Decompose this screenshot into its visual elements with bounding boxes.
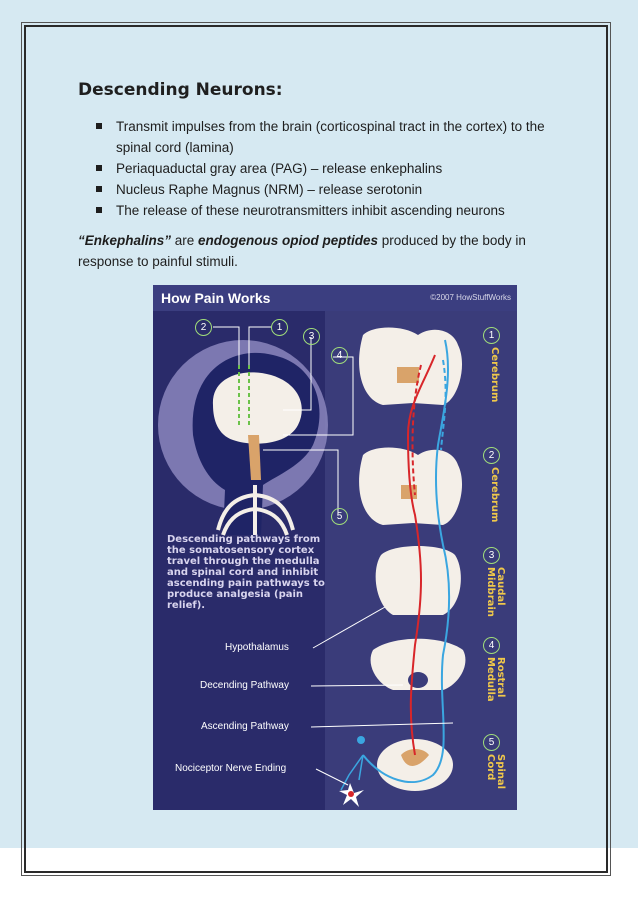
bullet-item: Transmit impulses from the brain (cortic… [94, 116, 554, 158]
label-leaders [310, 606, 454, 786]
bullet-list: Transmit impulses from the brain (cortic… [94, 116, 554, 221]
callout-number: 3 [303, 328, 320, 345]
page-bottom-margin [26, 848, 606, 871]
side-label-cerebrum-1: Cerebrum [489, 347, 500, 403]
bullet-item: Nucleus Raphe Magnus (NRM) – release ser… [94, 179, 554, 200]
side-label-cerebrum-2: Cerebrum [489, 467, 500, 523]
callout-number: 2 [195, 319, 212, 336]
brainstem [248, 435, 261, 480]
section-heading: Descending Neurons: [78, 80, 283, 100]
section-number: 3 [483, 547, 500, 564]
midbrain-slice [375, 546, 461, 615]
title-band [153, 285, 517, 311]
side-label-spinal-cord: Spinal Cord [485, 754, 506, 790]
pain-diagram: How Pain Works ©2007 HowStuffWorks 2 1 3… [153, 285, 517, 810]
ribcage [216, 485, 295, 536]
term-enkephalins: “Enkephalins” [78, 233, 172, 248]
nociceptor-ending [339, 736, 365, 807]
callout-number: 4 [331, 347, 348, 364]
term-endogenous-peptides: endogenous opiod peptides [198, 233, 379, 248]
figure-credit: ©2007 HowStuffWorks [430, 293, 511, 302]
spinal-cord-slice [377, 739, 453, 791]
side-label-rostral-medulla: Rostral Medulla [485, 657, 506, 702]
bullet-item: Periaquaductal gray area (PAG) – release… [94, 158, 554, 179]
bullet-square-icon [96, 186, 102, 192]
medulla-slice [370, 638, 466, 690]
callout-number: 1 [271, 319, 288, 336]
leader-lines [213, 326, 354, 515]
label-nociceptor: Nociceptor Nerve Ending [175, 763, 287, 774]
cortex-paths [238, 365, 250, 425]
bullet-item: The release of these neurotransmitters i… [94, 200, 554, 221]
head-brain [212, 372, 302, 444]
ascending-pathway [362, 339, 451, 784]
bullet-square-icon [96, 123, 102, 129]
section-number: 4 [483, 637, 500, 654]
brain-slice-1 [359, 327, 463, 405]
section-number: 1 [483, 327, 500, 344]
side-label-caudal-midbrain: Caudal Midbrain [485, 567, 506, 617]
label-ascending-pathway: Ascending Pathway [201, 721, 289, 732]
callout-number: 5 [331, 508, 348, 525]
label-hypothalamus: Hypothalamus [225, 642, 289, 653]
bullet-square-icon [96, 207, 102, 213]
label-descending-pathway: Decending Pathway [200, 680, 289, 691]
section-number: 5 [483, 734, 500, 751]
bullet-square-icon [96, 165, 102, 171]
section-number: 2 [483, 447, 500, 464]
figure-title: How Pain Works [161, 290, 271, 306]
figure-caption: Descending pathways from the somatosenso… [167, 534, 325, 611]
descending-pathway [406, 354, 436, 756]
enkephalins-paragraph: “Enkephalins” are endogenous opiod pepti… [78, 233, 526, 269]
